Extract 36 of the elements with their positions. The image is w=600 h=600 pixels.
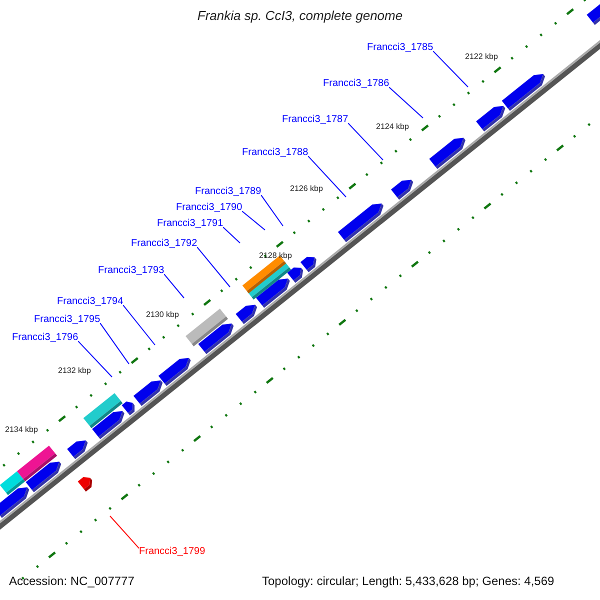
scale-label: 2134 kbp (5, 425, 38, 434)
gene-label: Francci3_1792 (131, 238, 198, 250)
leader-line (164, 274, 184, 298)
leader-line (432, 50, 468, 88)
scale-label: 2128 kbp (259, 251, 292, 260)
gene-label: Francci3_1786 (323, 78, 390, 90)
gene-label: Francci3_1788 (242, 147, 308, 158)
scale-label: 2132 kbp (58, 366, 91, 376)
scale-label: 2124 kbp (376, 122, 409, 132)
leader-line (242, 210, 266, 230)
leader-line (348, 122, 384, 160)
leader-line (260, 194, 284, 226)
gene-label: Francci3_1795 (34, 314, 100, 326)
leader-line (222, 226, 240, 244)
gene-label: Francci3_1787 (282, 114, 348, 126)
gene-label: Francci3_1791 (157, 218, 224, 230)
scale-label: 2122 kbp (465, 52, 498, 62)
leader-line (110, 516, 140, 549)
leader-line (78, 340, 112, 378)
accession-text: Accession: NC_007777 (9, 575, 134, 589)
scale-label: 2130 kbp (146, 310, 179, 320)
gene-label: Francci3_1794 (57, 296, 124, 308)
gene-label: Francci3_1790 (176, 202, 242, 214)
leader-line (308, 156, 346, 198)
gene-label: Francci3_1785 (367, 42, 434, 54)
diagram-title: Frankia sp. CcI3, complete genome (196, 9, 404, 24)
gene-label: Francci3_1793 (98, 265, 164, 276)
gene-label: Francci3_1789 (195, 186, 262, 198)
gene-label: Francci3_1799 (139, 546, 206, 558)
scale-label: 2126 kbp (290, 184, 323, 194)
gene-label: Francci3_1796 (12, 332, 78, 344)
leader-line (122, 304, 156, 346)
leader-line (196, 246, 230, 288)
genome-summary-text: Topology: circular; Length: 5,433,628 bp; Genes: 4,569 (262, 575, 554, 589)
leader-line (100, 322, 130, 364)
leader-line (388, 86, 424, 118)
